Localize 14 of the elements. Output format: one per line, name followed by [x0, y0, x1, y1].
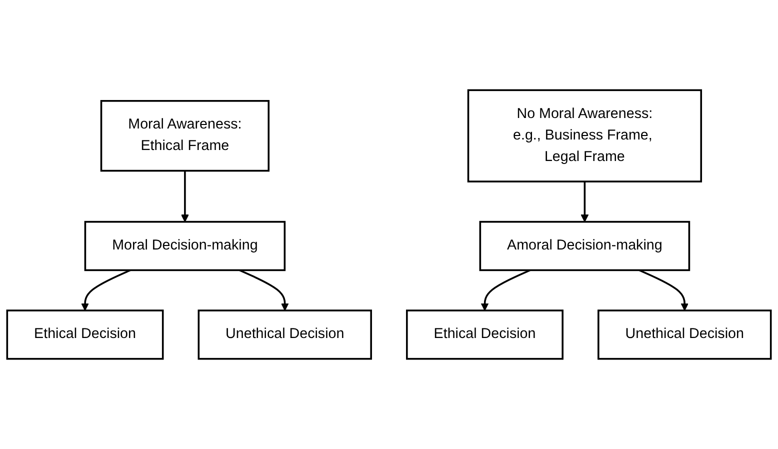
node-box: Ethical Decision: [406, 310, 564, 360]
node-box: No Moral Awareness: e.g., Business Frame, Legal Frame: [467, 89, 702, 182]
arrow: [638, 269, 689, 311]
node-box: Unethical Decision: [198, 310, 372, 360]
node-box: Ethical Decision: [6, 310, 164, 360]
arrow: [480, 269, 531, 311]
arrow: [239, 269, 289, 311]
node-box: Moral Decision-making: [84, 220, 286, 272]
node-box: Amoral Decision-making: [479, 220, 690, 272]
arrow: [181, 170, 189, 222]
node-box: Unethical Decision: [598, 310, 772, 360]
arrow: [81, 269, 131, 311]
arrow: [580, 182, 589, 222]
node-box: Moral Awareness: Ethical Frame: [100, 100, 270, 172]
